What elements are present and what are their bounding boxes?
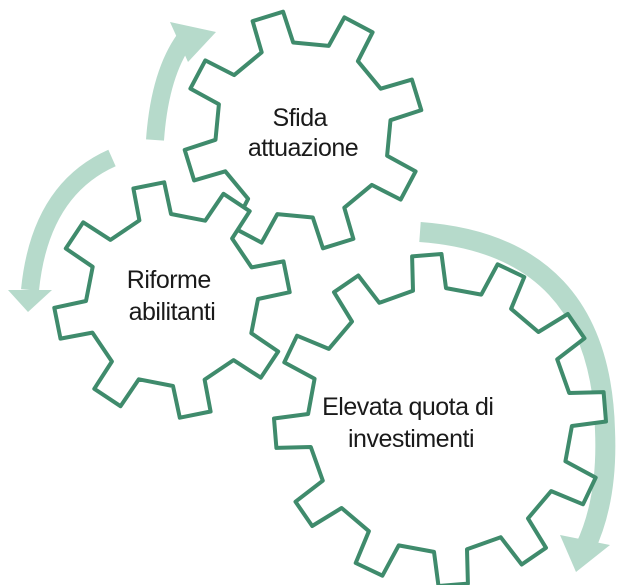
cycle-arrow-left-icon xyxy=(21,149,116,291)
cycle-arrows xyxy=(8,22,616,572)
gear-riforme: Riforme abilitanti xyxy=(52,180,292,420)
gear-sfida: Sfida attuazione xyxy=(182,9,424,251)
gear-sfida-line-2: attuazione xyxy=(248,134,358,162)
gear-sfida-label: Sfida attuazione xyxy=(248,104,358,162)
cycle-arrow-left-head-icon xyxy=(8,290,52,312)
gear-sfida-icon xyxy=(182,9,424,251)
gear-riforme-line-2: abilitanti xyxy=(129,298,216,326)
cycle-arrow-right-head-icon xyxy=(560,535,610,572)
gear-investimenti-line-1: Elevata quota di xyxy=(322,393,493,421)
gear-riforme-icon xyxy=(52,180,292,420)
gear-riforme-label: Riforme abilitanti xyxy=(127,266,217,326)
gear-investimenti-icon xyxy=(272,252,608,585)
gear-investimenti-line-2: investimenti xyxy=(348,425,474,453)
cycle-arrow-right-icon xyxy=(419,222,616,553)
gear-riforme-line-1: Riforme xyxy=(127,266,211,294)
gear-investimenti-label: Elevata quota di investimenti xyxy=(322,393,500,453)
cycle-arrow-top-head-icon xyxy=(170,22,216,62)
gear-investimenti: Elevata quota di investimenti xyxy=(272,252,608,585)
gear-sfida-line-1: Sfida xyxy=(273,104,328,132)
